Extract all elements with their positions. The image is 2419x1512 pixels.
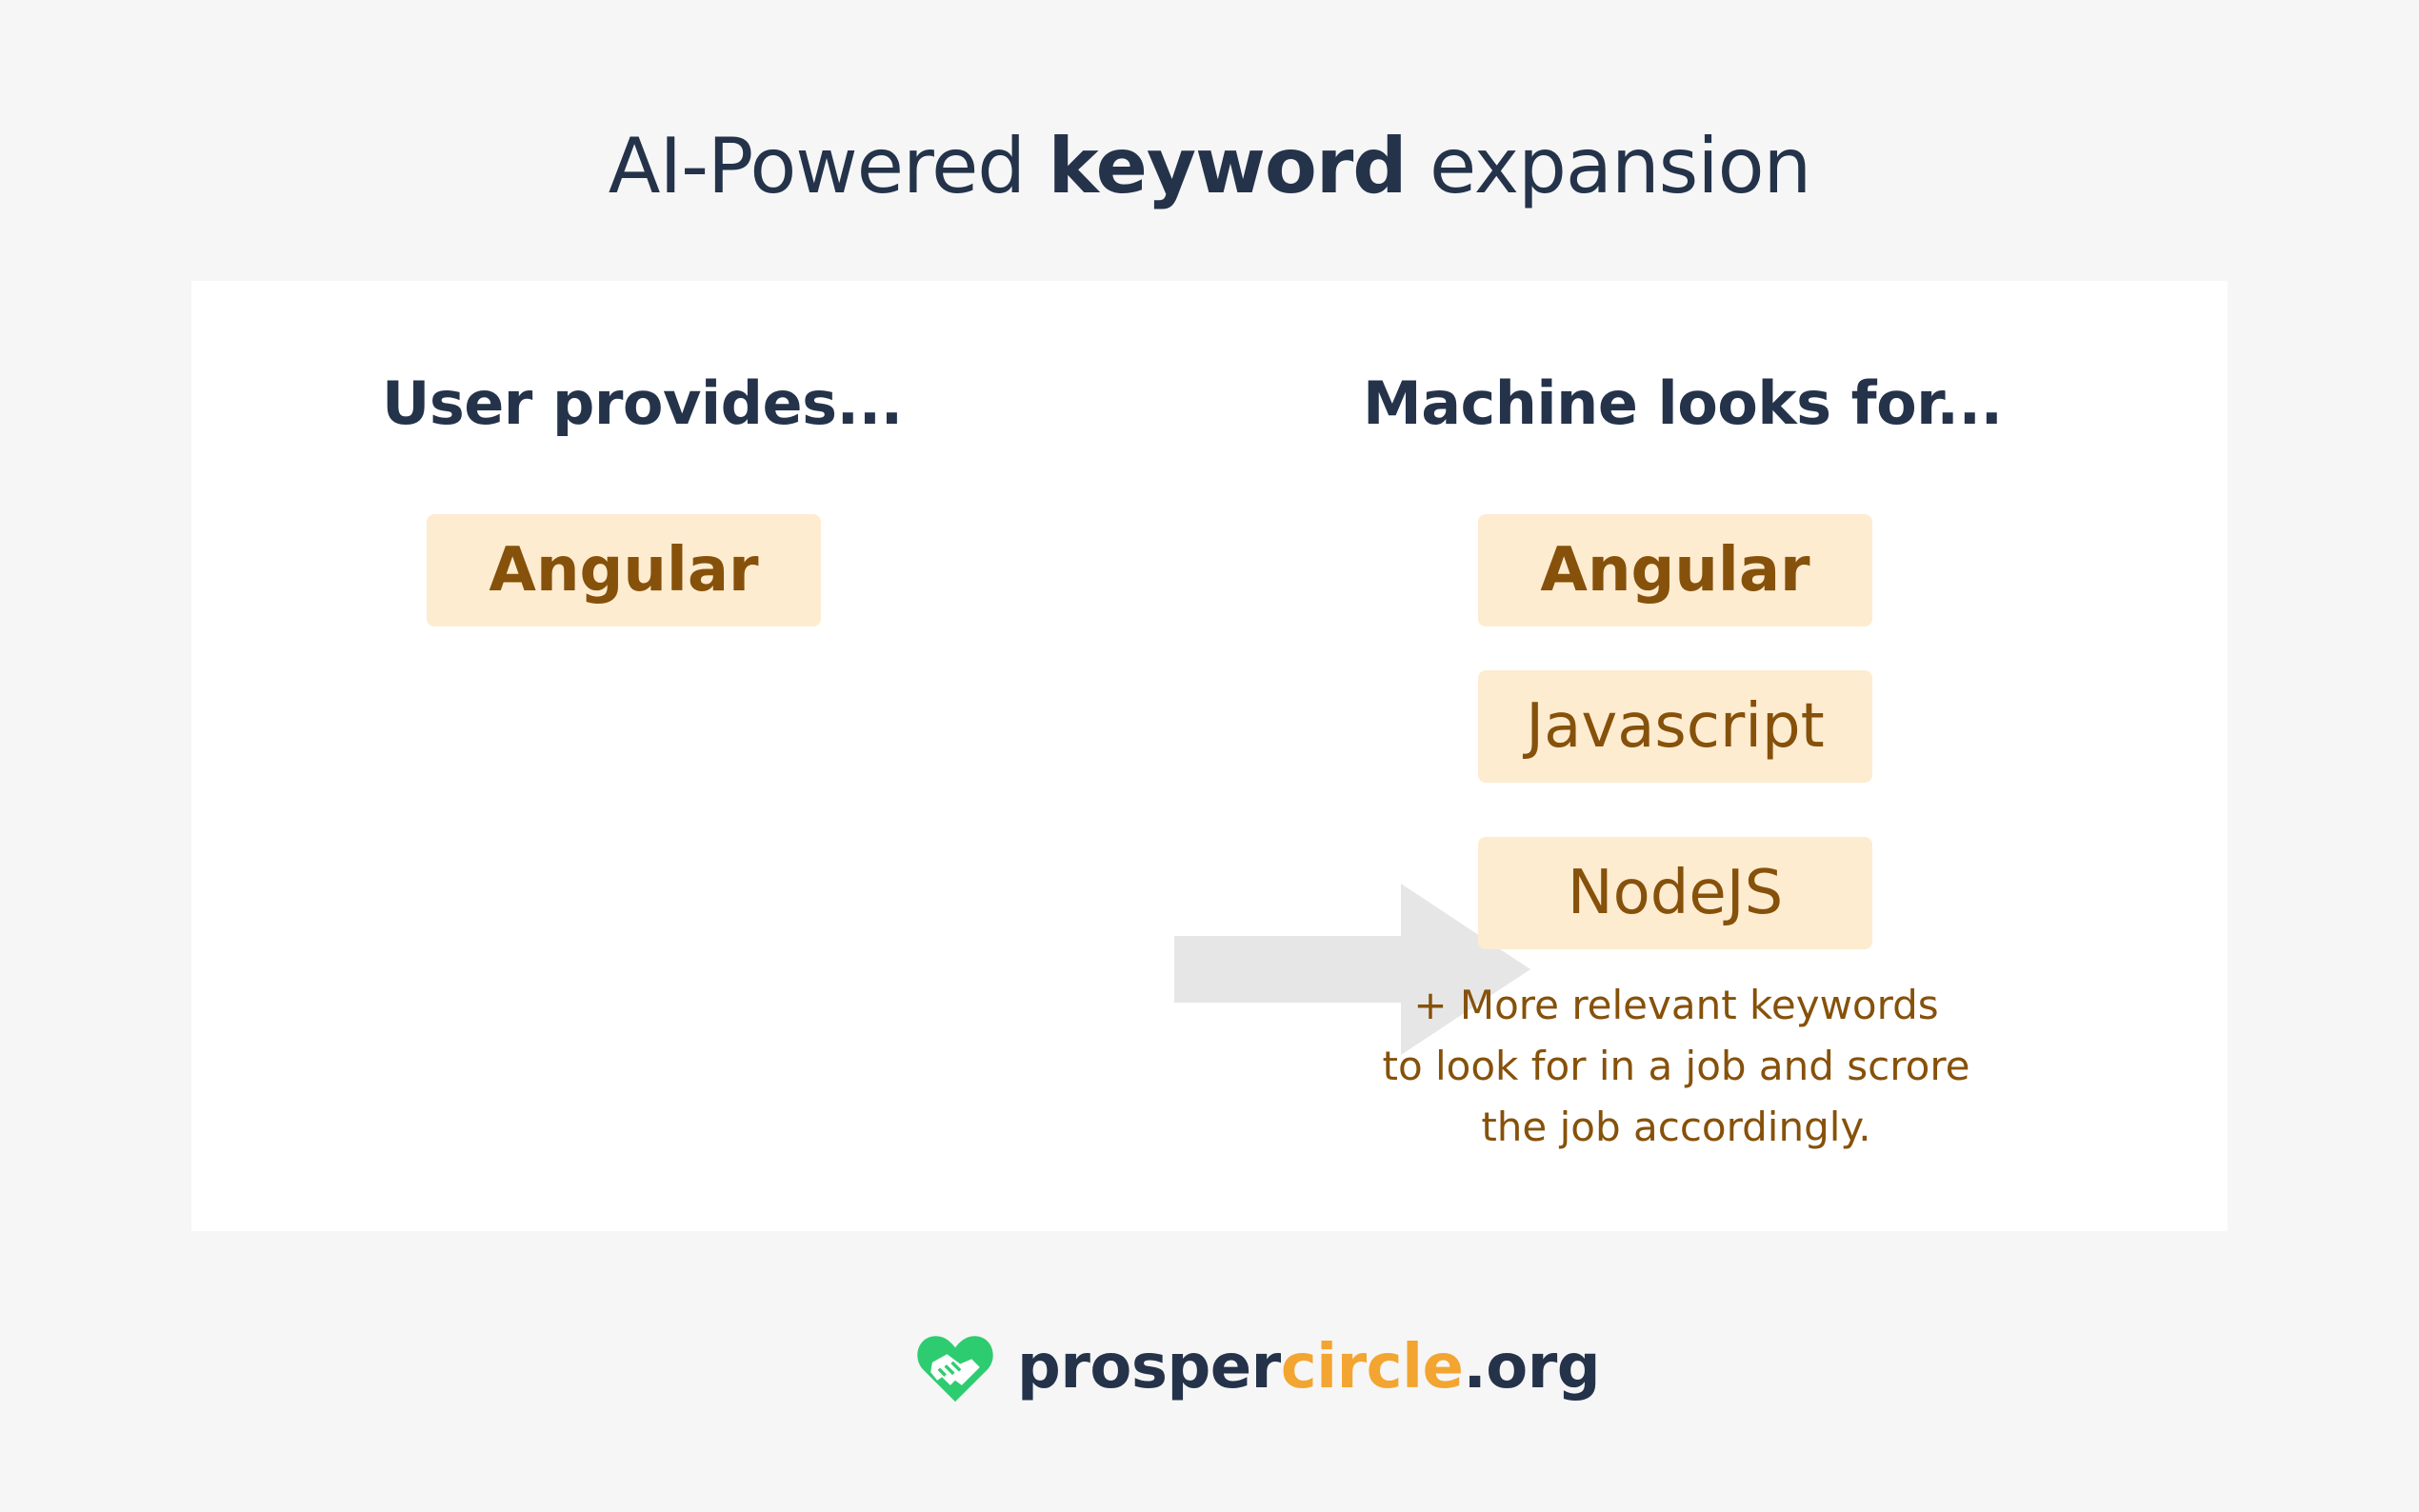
machine-looks-for-heading: Machine looks for...	[1363, 368, 2003, 438]
heart-handshake-icon	[917, 1336, 993, 1403]
machine-keyword-chip-angular: Angular	[1478, 514, 1872, 627]
note-line-2: to look for in a job and scrore	[1382, 1043, 1970, 1089]
brand-name: prospercircle.org	[1017, 1332, 1601, 1403]
brand-name-part1: prosper	[1017, 1332, 1281, 1403]
right-arrow-icon	[1174, 884, 1530, 1055]
title-bold-word: keyword	[1048, 122, 1408, 210]
user-keyword-chip: Angular	[427, 514, 821, 627]
note-line-3: the job accordingly.	[1481, 1104, 1871, 1150]
title-suffix: expansion	[1406, 122, 1811, 210]
expansion-panel: User provides... Angular Machine looks f…	[191, 281, 2228, 1231]
machine-keyword-chip-javascript: Javascript	[1478, 670, 1872, 783]
brand-name-part2: circle	[1280, 1332, 1464, 1403]
machine-keyword-chip-nodejs: NodeJS	[1478, 837, 1872, 949]
user-provides-heading: User provides...	[382, 368, 903, 438]
page-title: AI-Powered keyword expansion	[0, 122, 2419, 210]
more-keywords-note: + More relevant keywords to look for in …	[1314, 975, 2038, 1158]
note-line-1: + More relevant keywords	[1413, 982, 1939, 1028]
title-prefix: AI-Powered	[608, 122, 1049, 210]
brand-name-part3: .org	[1463, 1332, 1601, 1403]
brand-logo: prospercircle.org	[914, 1326, 1601, 1408]
